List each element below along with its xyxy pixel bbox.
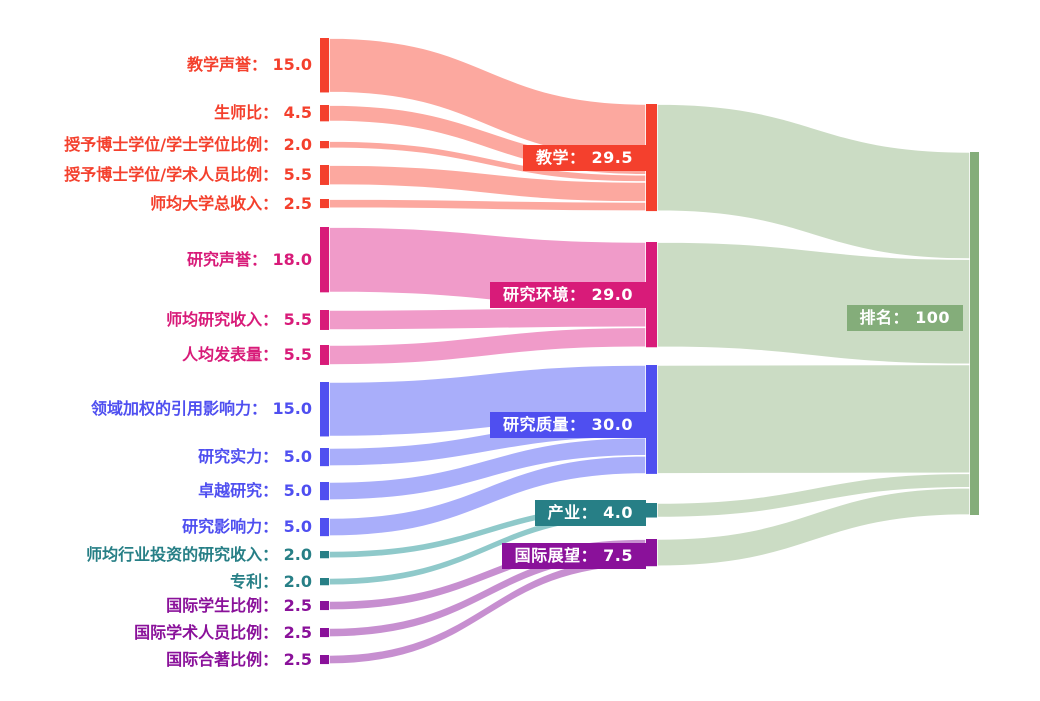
sankey-node-source-cat0-src1[interactable] <box>320 105 329 122</box>
sankey-nodes <box>320 38 979 665</box>
sankey-link-cat1-src0[interactable] <box>328 226 647 309</box>
sankey-node-source-cat1-src0[interactable] <box>320 227 329 293</box>
sankey-link-cat0-src4[interactable] <box>328 198 647 212</box>
sankey-node-source-cat1-src2[interactable] <box>320 345 329 365</box>
sankey-node-source-cat2-src3[interactable] <box>320 518 329 537</box>
sankey-node-source-cat1-src1[interactable] <box>320 310 329 330</box>
sankey-node-source-cat0-src4[interactable] <box>320 199 329 209</box>
sankey-node-source-cat2-src2[interactable] <box>320 482 329 501</box>
sankey-node-source-cat2-src1[interactable] <box>320 448 329 467</box>
sankey-node-source-cat0-src2[interactable] <box>320 141 329 149</box>
sankey-node-source-cat2-src0[interactable] <box>320 382 329 437</box>
sankey-link-cat2-target[interactable] <box>656 363 971 475</box>
sankey-node-target[interactable] <box>970 152 979 515</box>
sankey-node-category-3[interactable] <box>646 503 657 518</box>
sankey-node-source-cat4-src2[interactable] <box>320 655 329 665</box>
sankey-link-cat1-target[interactable] <box>656 241 971 366</box>
sankey-node-category-4[interactable] <box>646 539 657 567</box>
sankey-node-category-2[interactable] <box>646 365 657 474</box>
sankey-link-cat1-src2[interactable] <box>328 326 647 366</box>
sankey-link-cat1-src1[interactable] <box>328 306 647 331</box>
sankey-node-source-cat4-src1[interactable] <box>320 628 329 638</box>
sankey-links <box>328 37 971 665</box>
sankey-node-source-cat0-src3[interactable] <box>320 165 329 185</box>
sankey-node-source-cat3-src0[interactable] <box>320 551 329 559</box>
sankey-node-source-cat0-src0[interactable] <box>320 38 329 93</box>
sankey-node-category-0[interactable] <box>646 104 657 212</box>
sankey-link-cat0-target[interactable] <box>656 103 971 260</box>
sankey-node-source-cat4-src0[interactable] <box>320 601 329 611</box>
sankey-node-source-cat3-src1[interactable] <box>320 578 329 586</box>
sankey-node-category-1[interactable] <box>646 242 657 348</box>
